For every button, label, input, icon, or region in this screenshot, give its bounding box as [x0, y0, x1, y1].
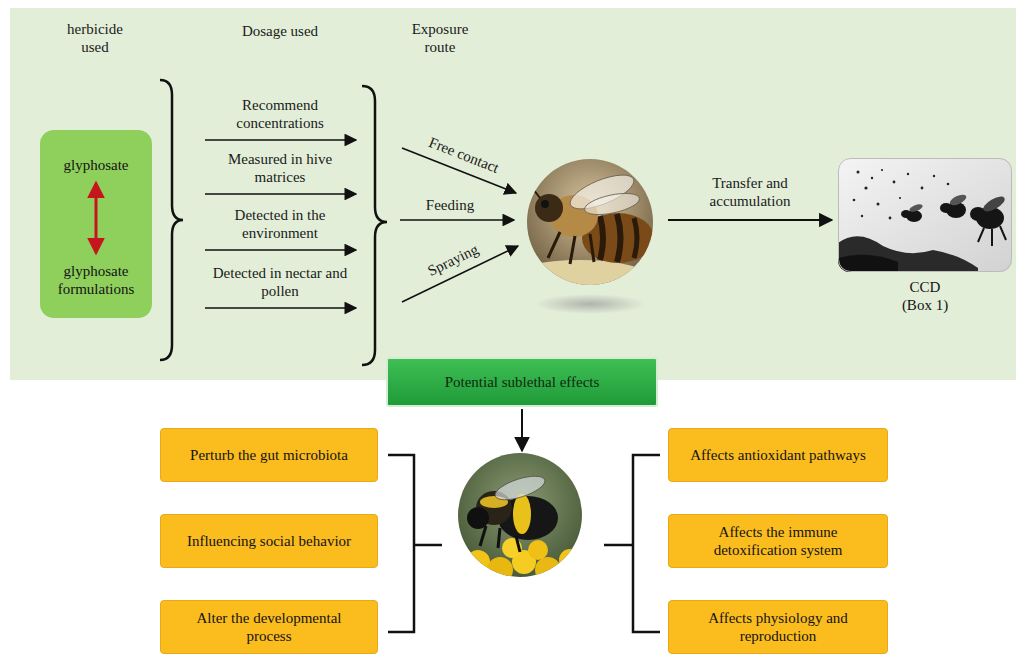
illustration-part — [889, 217, 892, 220]
bumblebee-photo — [456, 452, 584, 583]
dosage-arrow — [205, 193, 356, 195]
illustration-part — [940, 203, 952, 213]
dosage-arrow — [205, 249, 356, 251]
transfer-arrow — [668, 219, 832, 221]
effect-box: Affects antioxidant pathways — [668, 428, 888, 482]
text-label: Exposure route — [400, 20, 480, 56]
effect-box: Influencing social behavior — [160, 514, 378, 568]
text-label: Transfer and accumulation — [690, 174, 810, 210]
illustration-part — [899, 197, 901, 199]
illustration-part — [559, 549, 581, 571]
illustration-part — [921, 187, 924, 190]
illustration-part — [487, 557, 513, 583]
illustration-part — [583, 189, 642, 218]
node-text: Alter the developmental process — [175, 609, 363, 645]
text-label: Detected in nectar and pollen — [205, 264, 355, 300]
ccd-figure: CCD (Box 1) — [838, 158, 1012, 314]
effect-box: Affects physiology and reproduction — [668, 600, 888, 654]
dosage-arrow — [205, 139, 356, 141]
illustration-part — [838, 236, 978, 272]
illustration-part — [838, 158, 1012, 272]
illustration-part — [839, 159, 1012, 272]
illustration-part — [95, 184, 98, 252]
illustration-part — [456, 452, 584, 580]
illustration-part — [617, 214, 621, 262]
illustration-part — [838, 255, 898, 272]
node-text: Perturb the gut microbiota — [190, 446, 348, 464]
text-label: Feeding — [426, 196, 474, 214]
illustration-part — [948, 193, 968, 208]
illustration-part — [877, 203, 880, 206]
text-label: Measured in hive matrices — [205, 150, 355, 186]
illustration-part — [907, 173, 909, 175]
illustration-part — [871, 177, 873, 179]
dosage-arrow — [205, 307, 356, 309]
brace — [362, 86, 387, 365]
brace — [160, 80, 183, 360]
illustration-part — [857, 171, 860, 174]
node-text: Affects antioxidant pathways — [690, 446, 866, 464]
illustration-part — [480, 526, 520, 552]
illustration-part — [524, 182, 540, 198]
node-text: Potential sublethal effects — [445, 373, 600, 391]
effect-box: Affects the immune detoxification system — [668, 514, 888, 568]
bracket — [604, 455, 660, 632]
effect-box: Perturb the gut microbiota — [160, 428, 378, 482]
node-text: Affects the immune detoxification system — [683, 523, 873, 559]
illustration-part — [838, 158, 1012, 272]
node-text: glyphosate formulations — [44, 262, 148, 298]
honeybee-photo — [510, 150, 660, 296]
illustration-part — [600, 216, 603, 260]
exposure-arrow — [400, 219, 514, 221]
illustration-part — [467, 507, 489, 529]
illustration-part — [466, 550, 490, 574]
illustration-part — [548, 232, 594, 264]
illustration-part — [933, 175, 935, 177]
herbicide-box: glyphosate glyphosate formulations — [40, 130, 152, 318]
illustration-part — [901, 193, 1007, 246]
effects-banner: Potential sublethal effects — [386, 357, 658, 407]
illustration-part — [492, 471, 547, 504]
illustration-part — [981, 194, 1007, 215]
ccd-picture — [838, 158, 1012, 272]
bracket — [388, 455, 442, 632]
illustration-part — [853, 169, 950, 220]
text-label: Recommend concentrations — [205, 96, 355, 132]
illustration-part — [901, 210, 911, 218]
illustration-part — [861, 215, 863, 217]
illustration-part — [947, 183, 950, 186]
illustration-part — [853, 199, 856, 202]
illustration-part — [513, 494, 531, 534]
effects-arrow — [521, 409, 523, 451]
illustration-part — [881, 169, 883, 171]
node-text: Affects physiology and reproduction — [683, 609, 873, 645]
text-label: Dosage used — [220, 22, 340, 40]
illustration-part — [541, 200, 549, 208]
text-label: Detected in the environment — [205, 206, 355, 242]
effect-box: Alter the developmental process — [160, 600, 378, 654]
node-text: CCD (Box 1) — [899, 278, 951, 314]
illustration-part — [978, 226, 1006, 246]
illustration-part — [535, 557, 561, 583]
illustration-part — [908, 203, 923, 213]
illustration-part — [893, 181, 896, 184]
illustration-part — [528, 540, 548, 560]
bee-shadow — [535, 294, 645, 314]
illustration-part — [864, 186, 867, 189]
node-text: glyphosate — [44, 156, 148, 174]
illustration-part — [510, 260, 650, 296]
illustration-part — [634, 218, 637, 258]
text-label: herbicide used — [55, 20, 135, 56]
node-text: Influencing social behavior — [187, 532, 351, 550]
